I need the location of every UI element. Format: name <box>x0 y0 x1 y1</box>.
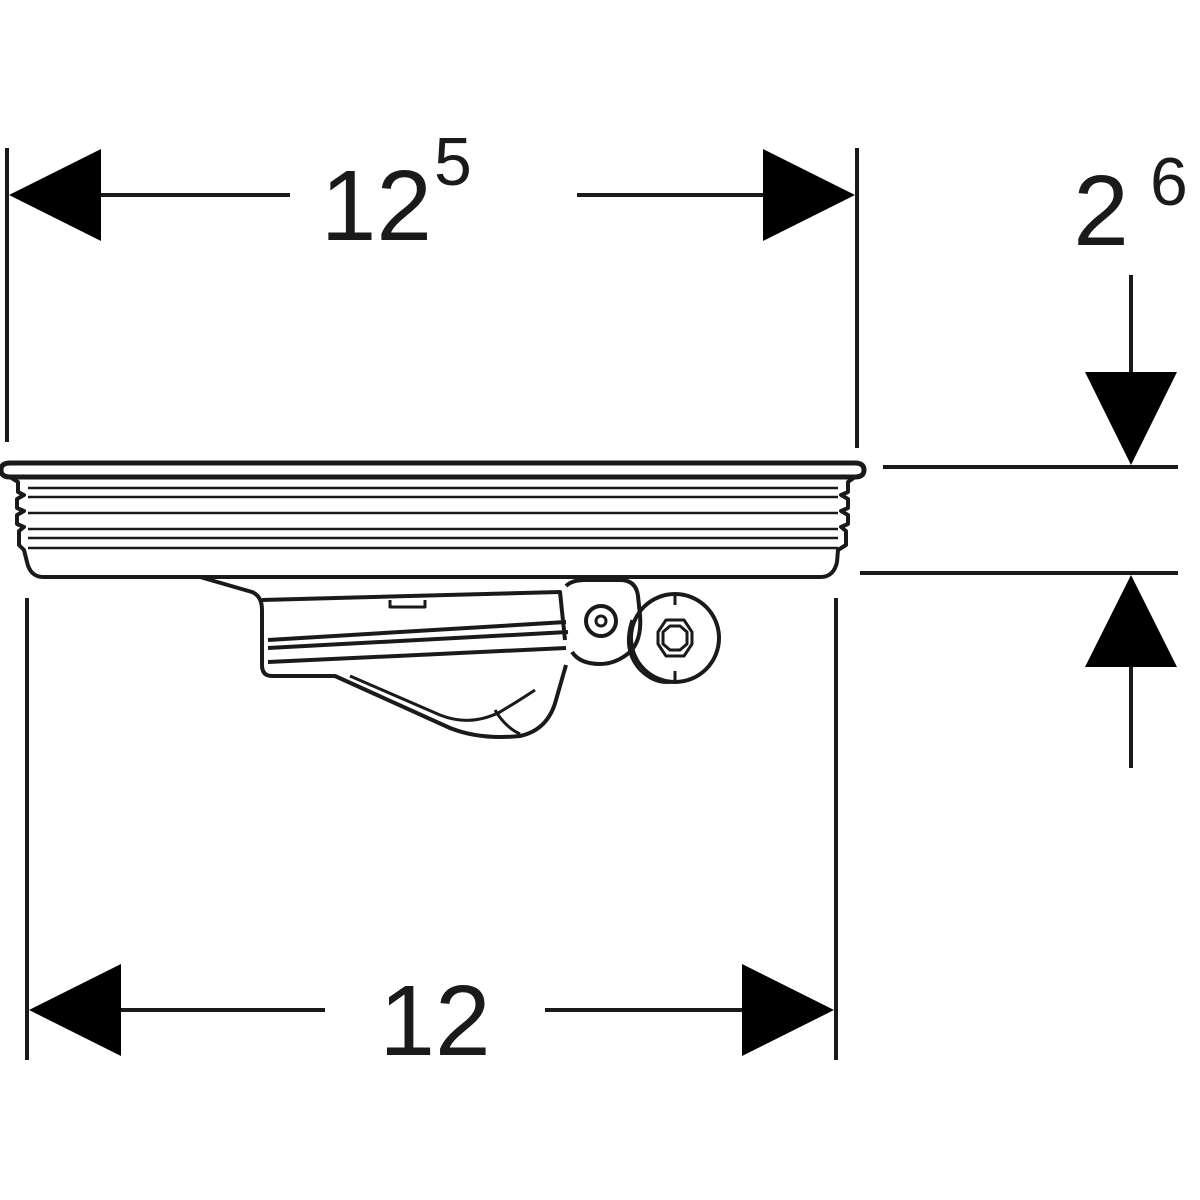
lever-tip <box>493 709 521 736</box>
top-dim-label-superscript: 5 <box>434 124 472 200</box>
bracket-slot <box>388 600 427 609</box>
top-dim-label: 12 <box>321 150 432 262</box>
lever-arm-base <box>267 646 567 664</box>
bracket-housing <box>199 575 568 739</box>
height-dim-arrow-top <box>1085 372 1177 465</box>
drain-body-right-profile <box>821 475 857 579</box>
bottom-dim-label: 12 <box>379 965 490 1077</box>
top-dim-arrow-left <box>9 149 101 241</box>
bottom-dim-arrow-right <box>742 964 834 1056</box>
height-dim-arrow-bottom <box>1085 575 1177 667</box>
top-width-dimension: 12 5 <box>5 124 859 448</box>
drain-body-left-profile <box>8 475 43 579</box>
hinge-pin-outer <box>584 604 618 638</box>
height-dim-label-superscript: 6 <box>1150 144 1188 220</box>
bottom-width-dimension: 12 <box>25 598 838 1077</box>
top-dim-arrow-right <box>763 149 855 241</box>
hinge-housing <box>564 578 643 666</box>
lever-arm-lower <box>267 630 569 650</box>
hinge-pin-inner <box>594 614 608 628</box>
lever-arm-upper <box>267 620 567 642</box>
knob-center-icon <box>656 618 694 658</box>
lever-underside <box>349 674 536 722</box>
knob-slot <box>661 624 689 652</box>
height-dimension: 2 6 <box>860 144 1188 768</box>
knob-connector <box>626 619 673 684</box>
height-dim-label: 2 <box>1073 155 1129 267</box>
drain-body <box>0 460 867 739</box>
bottom-dim-arrow-left <box>29 964 121 1056</box>
adjustment-knob <box>629 592 721 684</box>
drain-flange <box>0 460 867 480</box>
